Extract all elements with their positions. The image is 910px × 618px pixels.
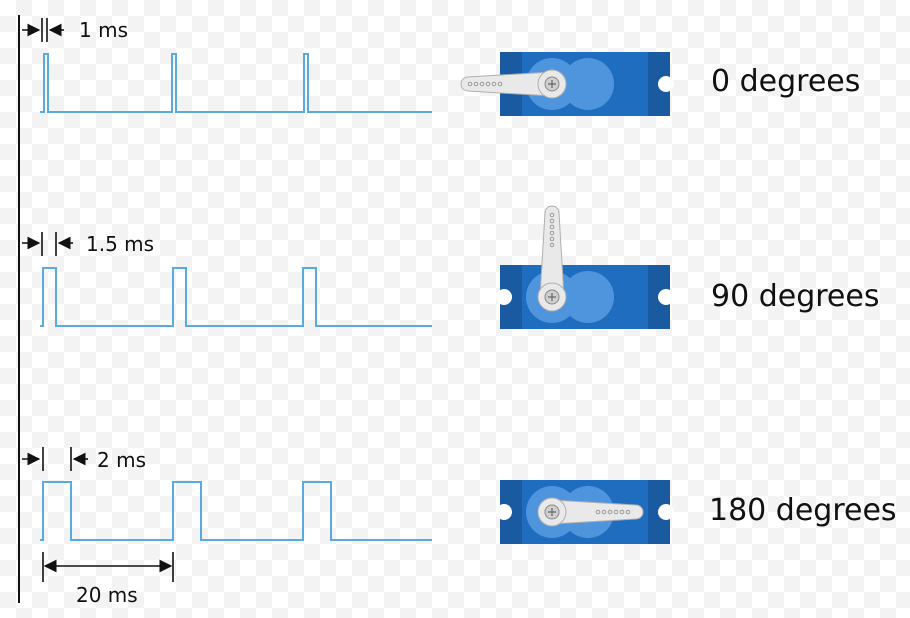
horn-holes <box>549 212 555 248</box>
pwm-signal-waveform <box>40 53 432 113</box>
mount-hole <box>496 289 512 305</box>
servo-gear-housing <box>562 271 614 323</box>
pulse-width-label: 1.5 ms <box>86 232 154 256</box>
angle-label: 0 degrees <box>711 64 860 99</box>
angle-label: 180 degrees <box>709 493 897 528</box>
servo-horn <box>539 205 565 298</box>
servo-gear-housing <box>562 58 614 110</box>
pwm-signal-waveform <box>40 481 432 541</box>
screw-slot <box>548 293 556 301</box>
row-180-degrees: 2 ms 180 degrees 20 ms <box>22 447 897 607</box>
horn-holes <box>595 509 631 515</box>
pwm-signal-waveform <box>40 267 432 327</box>
row-0-degrees: 1 ms 0 degrees <box>22 18 860 113</box>
servo-0-degrees <box>460 52 674 116</box>
servo-180-degrees <box>496 480 674 544</box>
period-label: 20 ms <box>76 583 138 607</box>
mount-hole <box>496 504 512 520</box>
screw-slot <box>548 80 556 88</box>
mount-hole <box>658 504 674 520</box>
mount-hole <box>658 289 674 305</box>
row-90-degrees: 1.5 ms 90 degrees <box>22 232 879 327</box>
screw-slot <box>548 508 556 516</box>
pulse-width-label: 1 ms <box>79 18 128 42</box>
servo-horn <box>460 71 553 97</box>
angle-label: 90 degrees <box>711 279 879 314</box>
servo-90-degrees <box>496 205 674 329</box>
horn-holes <box>467 81 503 87</box>
servo-horn <box>551 499 644 525</box>
pulse-width-label: 2 ms <box>97 448 146 472</box>
mount-hole <box>658 76 674 92</box>
